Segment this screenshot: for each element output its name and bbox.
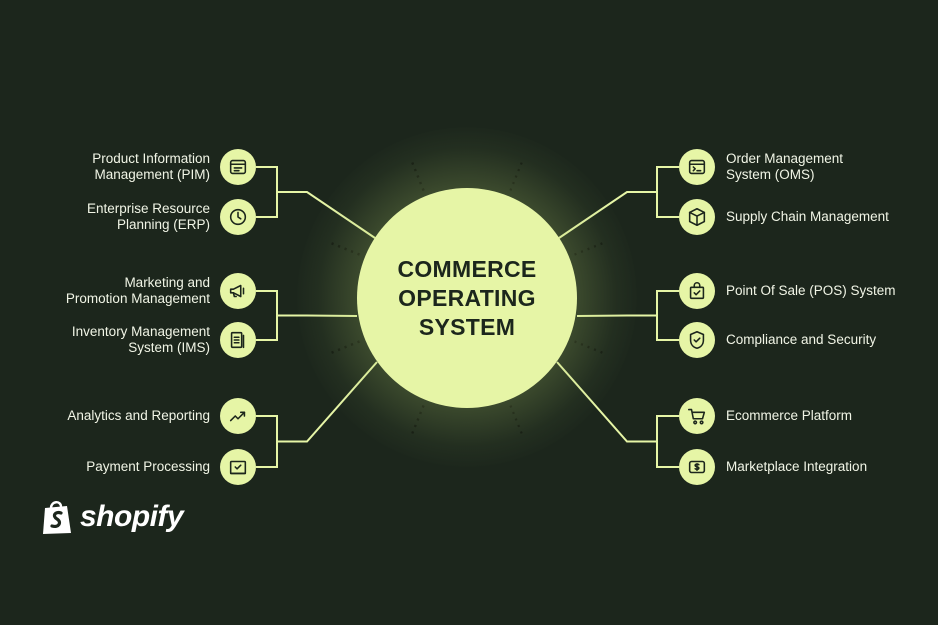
- right-group-3-bracket: [656, 415, 679, 468]
- left-label-4-line-1: Inventory Management: [71, 324, 210, 339]
- terminal-window-icon: [688, 159, 706, 175]
- left-node-5: [220, 398, 256, 434]
- left-label-1-line-2: Management (PIM): [94, 167, 210, 182]
- shopping-bag-check-icon: [689, 282, 705, 300]
- right-label-4-line-1: Compliance and Security: [726, 332, 877, 347]
- card-check-icon: [229, 460, 247, 475]
- trend-up-icon: [229, 411, 246, 422]
- left-group-2-bracket: [256, 290, 278, 341]
- right-node-5: [679, 398, 715, 434]
- right-label-2-line-1: Supply Chain Management: [726, 209, 889, 224]
- left-label-2-line-1: Enterprise Resource: [86, 201, 210, 216]
- left-label-3-line-1: Marketing and: [124, 275, 210, 290]
- left-node-2: [220, 199, 256, 235]
- right-label-1-line-1: Order Management: [726, 151, 844, 166]
- right-node-2: [679, 199, 715, 235]
- dollar-card-icon: [688, 460, 706, 474]
- left-label-2-line-2: Planning (ERP): [116, 217, 210, 232]
- right-node-4: [679, 322, 715, 358]
- left-node-3: [220, 273, 256, 309]
- right-group-1-bracket: [656, 166, 679, 218]
- hub-title-line-1: COMMERCE: [397, 255, 537, 282]
- left-label-5-line-1: Analytics and Reporting: [67, 408, 210, 423]
- package-box-icon: [688, 207, 706, 227]
- right-label-2: Supply Chain Management: [726, 209, 889, 225]
- right-group-2-bracket: [656, 290, 679, 341]
- hub-title-line-2: OPERATING: [398, 284, 536, 311]
- right-label-1-line-2: System (OMS): [726, 167, 815, 182]
- left-node-1: [220, 149, 256, 185]
- right-label-5-line-1: Ecommerce Platform: [726, 408, 853, 423]
- shopify-bag-icon: [43, 501, 71, 534]
- brand-logo: shopify: [40, 498, 184, 536]
- left-group-1-bracket: [256, 166, 278, 218]
- clock-icon: [229, 208, 247, 226]
- left-label-4-line-2: System (IMS): [128, 340, 210, 355]
- right-label-6: Marketplace Integration: [726, 459, 867, 475]
- right-label-3-line-1: Point Of Sale (POS) System: [726, 283, 896, 298]
- right-label-3: Point Of Sale (POS) System: [726, 283, 896, 299]
- right-label-6-line-1: Marketplace Integration: [726, 459, 868, 474]
- hub-circle: COMMERCE OPERATING SYSTEM: [357, 188, 577, 408]
- megaphone-icon: [229, 284, 245, 298]
- right-node-1: [679, 149, 715, 185]
- right-label-4: Compliance and Security: [726, 332, 876, 348]
- brand-wordmark: shopify: [80, 500, 184, 533]
- left-label-3-line-2: Promotion Management: [65, 291, 210, 306]
- left-node-4: [220, 322, 256, 358]
- left-label-5: Analytics and Reporting: [67, 408, 210, 424]
- right-node-6: [679, 449, 715, 485]
- left-label-6: Payment Processing: [86, 459, 210, 475]
- left-label-1-line-1: Product Information: [92, 151, 210, 166]
- shield-check-icon: [689, 330, 705, 350]
- shopping-cart-icon: [687, 408, 706, 425]
- left-node-6: [220, 449, 256, 485]
- left-label-6-line-1: Payment Processing: [86, 459, 210, 474]
- right-node-3: [679, 273, 715, 309]
- clipboard-list-icon: [230, 331, 245, 349]
- left-group-3-bracket: [256, 415, 278, 468]
- hub-title-line-3: SYSTEM: [418, 313, 516, 340]
- browser-window-icon: [229, 159, 247, 175]
- right-label-5: Ecommerce Platform: [726, 408, 852, 424]
